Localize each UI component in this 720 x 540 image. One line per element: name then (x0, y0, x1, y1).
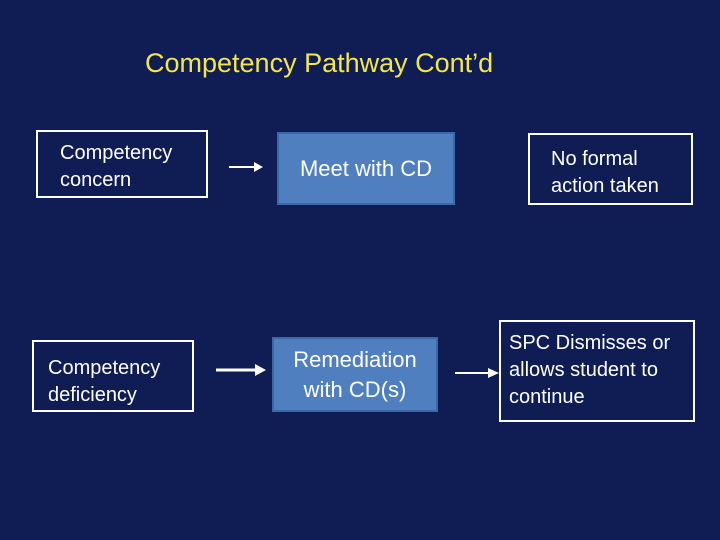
remediation-line1: Remediation (293, 346, 417, 372)
spc-decision-line3: continue (509, 386, 585, 408)
competency-concern-line1: Competency (60, 142, 173, 164)
remediation-box: Remediation with CD(s) (272, 337, 438, 412)
no-formal-action-line1: No formal (551, 148, 638, 170)
arrow-row1-a (229, 162, 263, 172)
competency-deficiency-line1: Competency (48, 357, 161, 379)
spc-decision-line1: SPC Dismisses or (509, 332, 671, 354)
arrow-row2-a (216, 364, 266, 376)
competency-concern-line2: concern (60, 169, 132, 191)
slide-title: Competency Pathway Cont’d (145, 48, 494, 78)
meet-with-cd-label: Meet with CD (299, 156, 433, 181)
competency-concern-box: Competency concern (36, 130, 208, 198)
competency-deficiency-line2: deficiency (48, 384, 137, 406)
remediation-line2: with CD(s) (303, 376, 407, 402)
spc-decision-box: SPC Dismisses or allows student to conti… (499, 320, 695, 422)
arrow-row2-b (455, 368, 499, 378)
meet-with-cd-box: Meet with CD (277, 132, 455, 205)
spc-decision-line2: allows student to (509, 359, 658, 381)
competency-deficiency-box: Competency deficiency (32, 340, 194, 412)
no-formal-action-line2: action taken (551, 175, 659, 197)
no-formal-action-box: No formal action taken (528, 133, 693, 205)
